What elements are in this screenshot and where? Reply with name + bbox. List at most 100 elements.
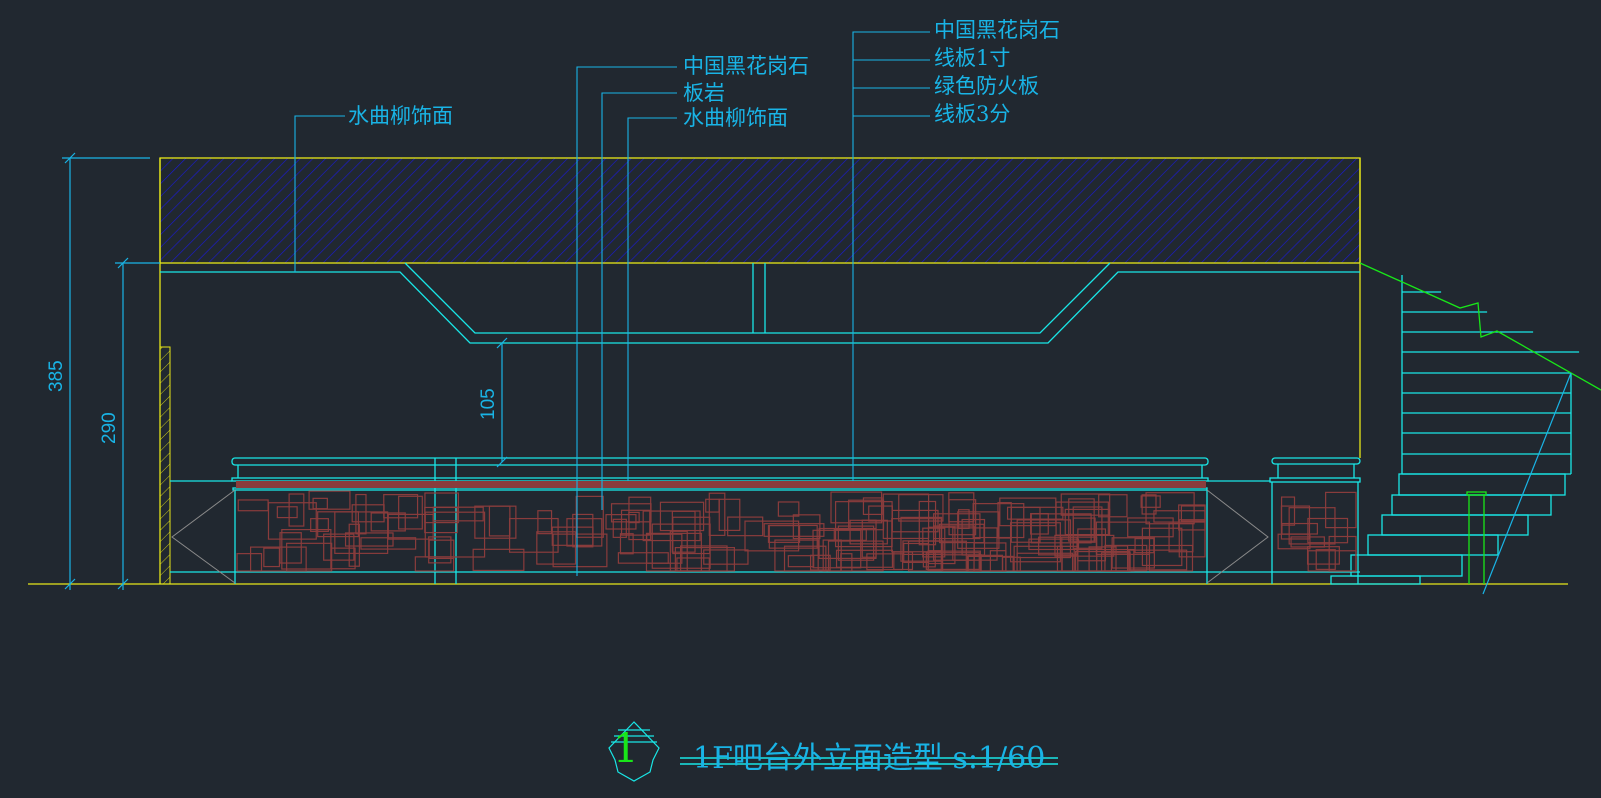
stone-block bbox=[610, 503, 652, 523]
stone-pattern bbox=[236, 490, 1357, 572]
stone-block bbox=[1127, 517, 1174, 538]
stone-block bbox=[822, 539, 842, 572]
stone-block bbox=[837, 525, 875, 561]
drawing-title: 1F吧台外立面造型 s:1/60 bbox=[693, 741, 1046, 776]
label-right-trim-3: 线板3分 bbox=[934, 102, 1011, 126]
section-marker-symbol bbox=[608, 721, 660, 782]
stone-block bbox=[351, 504, 385, 523]
railing-green bbox=[1359, 262, 1601, 584]
stair-step bbox=[1330, 575, 1421, 585]
stone-block bbox=[236, 553, 263, 572]
stone-block bbox=[703, 549, 749, 565]
leader-lines bbox=[294, 31, 930, 576]
section-number: 1 bbox=[613, 726, 639, 772]
stone-block bbox=[1153, 510, 1206, 523]
stone-block bbox=[676, 557, 710, 572]
stone-block bbox=[942, 554, 982, 572]
label-right-trim-1: 线板1寸 bbox=[934, 46, 1011, 70]
dimension-ceiling-height: 290 bbox=[99, 412, 120, 444]
stone-block bbox=[1030, 513, 1092, 544]
stone-block bbox=[827, 540, 884, 572]
stone-block bbox=[612, 518, 627, 538]
stone-block bbox=[903, 542, 930, 563]
stone-block bbox=[1288, 507, 1336, 545]
stone-block bbox=[428, 539, 455, 560]
stone-block bbox=[1038, 536, 1078, 556]
stone-block bbox=[267, 502, 317, 540]
stone-block bbox=[619, 533, 634, 555]
stone-block bbox=[1277, 533, 1311, 550]
title-underline bbox=[680, 757, 1058, 765]
stone-block bbox=[1178, 504, 1206, 531]
stone-block bbox=[868, 505, 893, 522]
stone-block bbox=[718, 498, 741, 531]
stone-block bbox=[948, 492, 975, 523]
label-mid-granite: 中国黑花岗石 bbox=[683, 54, 809, 78]
stone-block bbox=[1180, 505, 1206, 522]
stone-block bbox=[918, 500, 937, 546]
stone-block bbox=[1141, 494, 1157, 515]
stone-block bbox=[1098, 494, 1128, 518]
stone-block bbox=[1054, 534, 1115, 557]
stone-block bbox=[1325, 491, 1357, 529]
stone-block bbox=[387, 513, 434, 540]
stone-block bbox=[642, 510, 701, 542]
stone-block bbox=[1028, 538, 1080, 551]
stone-block bbox=[882, 493, 930, 540]
stone-block bbox=[508, 517, 559, 553]
stone-block bbox=[312, 497, 328, 510]
stone-block bbox=[628, 511, 640, 524]
stone-block bbox=[1088, 546, 1117, 572]
stone-block bbox=[279, 532, 302, 564]
stone-block bbox=[708, 492, 726, 536]
stone-block bbox=[620, 509, 651, 536]
stone-block bbox=[424, 511, 486, 558]
stone-block bbox=[355, 493, 367, 535]
stone-block bbox=[552, 533, 608, 568]
stone-block bbox=[830, 491, 883, 524]
stone-block bbox=[787, 555, 815, 568]
stone-block bbox=[1145, 492, 1195, 525]
stone-block bbox=[344, 532, 394, 547]
stone-block bbox=[818, 527, 877, 560]
stone-block bbox=[674, 547, 736, 572]
stair-step bbox=[1367, 534, 1499, 556]
stone-block bbox=[1140, 495, 1161, 508]
stone-block bbox=[276, 506, 298, 519]
label-mid-veneer: 水曲柳饰面 bbox=[683, 106, 788, 130]
label-left-veneer: 水曲柳饰面 bbox=[348, 104, 453, 128]
stone-block bbox=[812, 529, 862, 569]
stair-step bbox=[1381, 514, 1529, 536]
stone-block bbox=[1006, 506, 1064, 520]
stone-block bbox=[424, 506, 458, 534]
stone-block bbox=[932, 525, 975, 561]
stone-block bbox=[617, 552, 669, 564]
left-wall-hatch bbox=[159, 346, 171, 585]
stone-block bbox=[833, 528, 867, 541]
label-right-fireboard: 绿色防火板 bbox=[934, 74, 1039, 98]
stone-block bbox=[1056, 545, 1079, 572]
header-beam-hatch bbox=[159, 157, 1361, 264]
stone-block bbox=[645, 532, 702, 572]
stair-step bbox=[1391, 494, 1552, 516]
stone-block bbox=[472, 548, 525, 572]
stone-block bbox=[1280, 505, 1311, 540]
dimension-lines bbox=[62, 152, 508, 590]
stone-block bbox=[1141, 527, 1183, 567]
stone-block bbox=[536, 531, 577, 565]
stone-block bbox=[308, 490, 351, 510]
stone-block bbox=[862, 497, 883, 515]
stone-block bbox=[237, 499, 269, 512]
stone-block bbox=[323, 533, 355, 561]
stone-block bbox=[1060, 493, 1111, 516]
stone-block bbox=[966, 555, 1014, 572]
stone-block bbox=[1307, 517, 1349, 544]
stone-block bbox=[605, 514, 637, 530]
stone-block bbox=[840, 553, 853, 572]
stone-block bbox=[288, 493, 305, 527]
stone-block bbox=[952, 527, 998, 561]
stone-block bbox=[572, 513, 594, 548]
stone-block bbox=[957, 511, 1000, 549]
